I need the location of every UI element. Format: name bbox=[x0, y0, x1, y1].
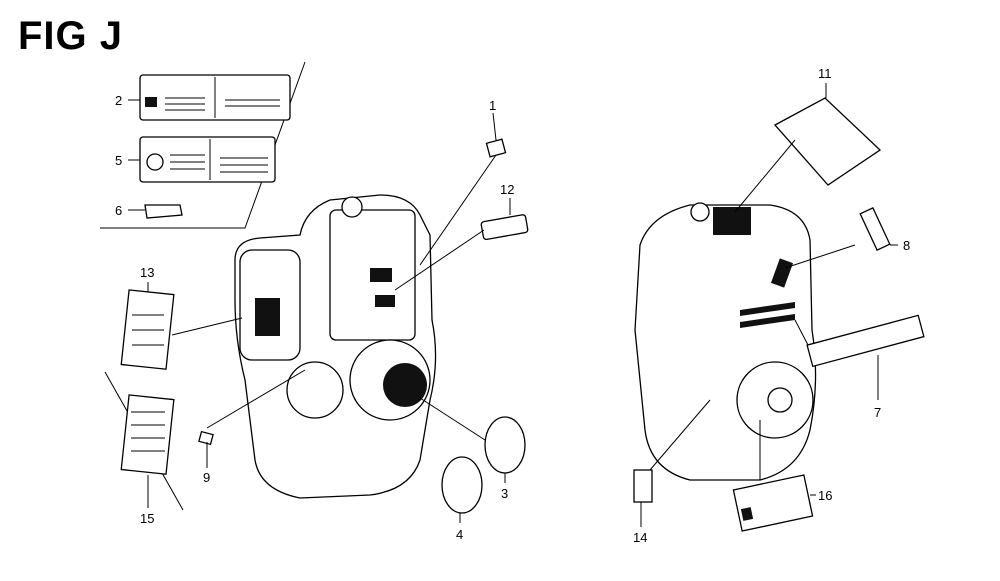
label-1 bbox=[485, 138, 507, 158]
callout-7: 7 bbox=[874, 405, 881, 420]
label-12 bbox=[480, 214, 529, 241]
label-11 bbox=[773, 97, 882, 186]
callout-14: 14 bbox=[633, 530, 647, 545]
label-7 bbox=[806, 314, 925, 368]
warning-label-5 bbox=[139, 136, 276, 183]
label-16 bbox=[732, 474, 814, 532]
engine-left-view bbox=[234, 194, 437, 499]
engine-right-view bbox=[634, 202, 817, 481]
callout-15: 15 bbox=[140, 511, 154, 526]
callout-13: 13 bbox=[140, 265, 154, 280]
callout-4: 4 bbox=[456, 527, 463, 542]
callout-1: 1 bbox=[489, 98, 496, 113]
callout-9: 9 bbox=[203, 470, 210, 485]
callout-8: 8 bbox=[903, 238, 910, 253]
label-3 bbox=[484, 416, 526, 474]
callout-3: 3 bbox=[501, 486, 508, 501]
oil-label-6 bbox=[144, 204, 183, 219]
callout-16: 16 bbox=[818, 488, 832, 503]
warning-label-2 bbox=[139, 74, 291, 121]
callout-2: 2 bbox=[115, 93, 122, 108]
label-15 bbox=[120, 394, 175, 475]
callout-6: 6 bbox=[115, 203, 122, 218]
figure-title: FIG J bbox=[18, 14, 124, 58]
label-14 bbox=[633, 469, 653, 503]
callout-12: 12 bbox=[500, 182, 514, 197]
label-4 bbox=[441, 456, 483, 514]
label-8 bbox=[859, 207, 891, 251]
label-9 bbox=[198, 430, 214, 446]
callout-5: 5 bbox=[115, 153, 122, 168]
callout-11: 11 bbox=[818, 66, 832, 81]
label-13 bbox=[120, 289, 175, 370]
